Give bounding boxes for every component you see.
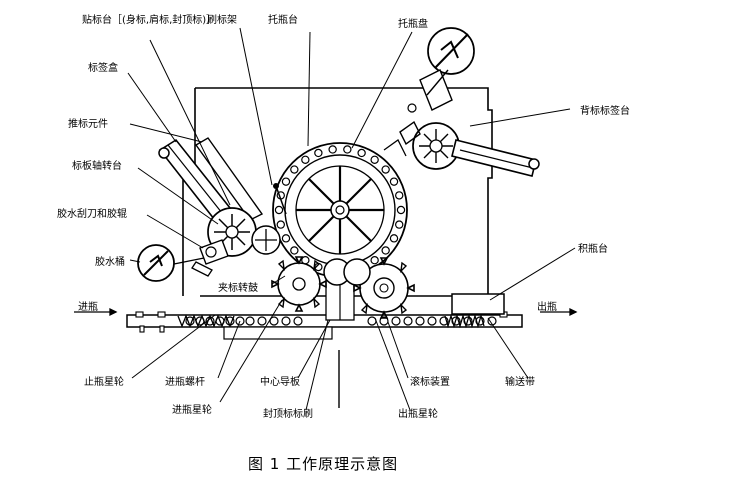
main-bottle-carrousel [272, 142, 408, 278]
carrousel-bottle-plate [395, 191, 404, 200]
carrousel-bottle-plate [370, 155, 379, 164]
carrousel-bottle-plate [395, 220, 404, 229]
label-glue-bucket: 胶水桶 [95, 255, 125, 268]
carrousel-bottle-plate [276, 220, 285, 229]
label-infeed-screw: 进瓶螺杆 [165, 375, 205, 388]
outfeed-coil [444, 313, 485, 329]
callout-labels: 贴标台［(身标,肩标,封顶标)］ 刷标架 托瓶台 托瓶盘 标签盒 推标元件 背标… [57, 13, 630, 420]
label-bottle-tray: 托瓶盘 [398, 17, 428, 30]
label-infeed-starwheel: 进瓶星轮 [172, 403, 212, 416]
accumulation-table [451, 293, 505, 315]
back-label-station [383, 27, 540, 177]
label-label-box: 标签盒 [88, 61, 118, 74]
carrousel-bottle-plate [290, 246, 299, 255]
carrousel-bottle-plate [314, 148, 323, 158]
magazine-knob [158, 147, 170, 159]
carrousel-bottle-plate [389, 234, 399, 243]
carrousel-bottle-plate [343, 145, 352, 154]
label-arm [194, 137, 264, 221]
outfeed-starwheel [353, 257, 415, 319]
label-top-label-brush: 封顶标标刷 [263, 407, 313, 420]
carrousel-bottle-plate [357, 148, 366, 158]
carrousel-bottle-plate [274, 205, 284, 215]
label-rolling-device: 滚标装置 [410, 375, 450, 388]
carrousel-bottle-plate [290, 165, 299, 174]
carrousel-bottle-plate [301, 155, 310, 164]
figure-caption: 图 1 工作原理示意图 [248, 455, 398, 473]
carrousel-bottle-plate [381, 165, 390, 174]
carrousel-spoke [345, 215, 372, 242]
label-outfeed: 出瓶 [537, 300, 557, 313]
label-stop-starwheel: 止瓶星轮 [84, 375, 124, 388]
stop-starwheel [323, 258, 371, 286]
back-label-arm [419, 69, 453, 111]
infeed-screw [177, 314, 235, 328]
label-plate-turret: 标板轴转台 [72, 159, 122, 172]
carrousel-bottle-plate [281, 177, 291, 186]
label-brush-holder: 刷标架 [207, 14, 237, 26]
carrousel-bottle-plate [396, 205, 406, 215]
label-center-guide: 中心导板 [260, 375, 300, 388]
flow-arrows [74, 307, 578, 317]
label-infeed: 进瓶 [78, 300, 98, 313]
carrousel-spoke [345, 178, 372, 205]
label-labeling-station: 贴标台［(身标,肩标,封顶标)］ [82, 13, 216, 26]
carrousel-spoke [308, 178, 335, 205]
carrousel-bottle-plate [281, 234, 291, 243]
carrousel-bottle-plate [370, 256, 379, 265]
label-gripper-cylinder: 夹标转鼓 [218, 281, 258, 294]
label-back-label-station: 背标标签台 [580, 104, 630, 117]
leader-lines [127, 27, 576, 411]
base-block [223, 326, 333, 340]
left-labeling-station [137, 137, 287, 282]
label-conveyor: 输送带 [505, 375, 535, 388]
carrousel-bottle-plate [389, 177, 399, 186]
label-outfeed-starwheel: 出瓶星轮 [398, 407, 438, 420]
label-glue-scraper: 胶水刮刀和胶辊 [57, 207, 127, 220]
label-push-element: 推标元件 [68, 117, 108, 130]
carrousel-bottle-plate [381, 246, 390, 255]
label-bottle-table: 托瓶台 [268, 13, 298, 26]
carrousel-bottle-plate [328, 145, 337, 154]
carrousel-spoke [308, 215, 335, 242]
label-accumulation-table: 积瓶台 [578, 242, 608, 255]
